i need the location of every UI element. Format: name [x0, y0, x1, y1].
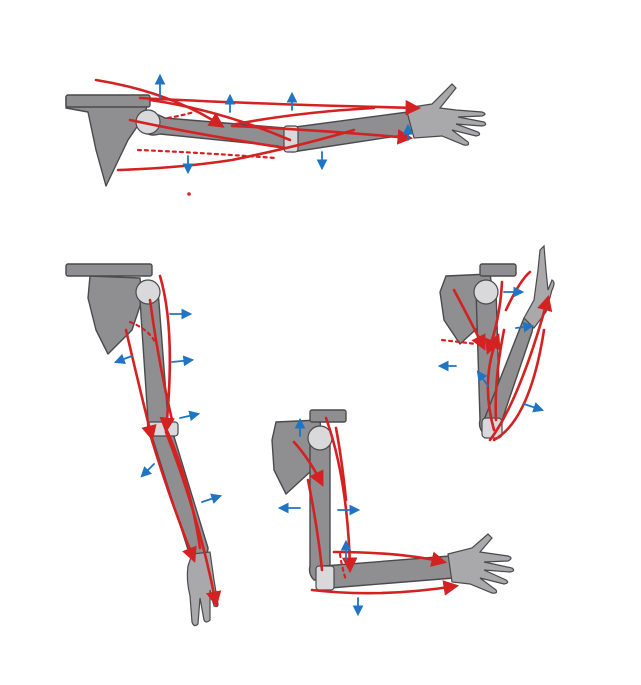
force-arrow-4 [201, 493, 223, 504]
muscle-line-6 [306, 478, 324, 572]
muscle-dash-1 [136, 148, 278, 160]
force-arrow-6 [140, 463, 155, 478]
forces-flexed [437, 286, 545, 413]
muscles-flexed [440, 270, 553, 442]
acromion [65, 94, 151, 108]
humeral-head [307, 425, 333, 451]
muscle-line-1 [94, 78, 225, 128]
muscle-line-6 [504, 270, 532, 312]
figure-arm-hanging-vertical [65, 263, 223, 627]
muscle-line-5 [230, 124, 414, 145]
humeral-head [473, 279, 499, 305]
muscle-line-6 [116, 128, 356, 172]
humerus [137, 284, 170, 433]
muscle-dash-1 [338, 552, 348, 582]
muscle-line-4 [486, 333, 501, 432]
force-arrow-4 [523, 402, 545, 413]
muscle-dot [187, 192, 191, 196]
muscle-line-3 [332, 550, 448, 567]
force-arrow-5 [113, 353, 133, 365]
force-arrow-5 [515, 321, 535, 333]
scapula [87, 275, 143, 355]
elbow-joint [315, 565, 335, 591]
forces-horizontal [154, 73, 414, 175]
hand [523, 244, 555, 329]
muscle-line-5 [148, 298, 174, 422]
hand [405, 83, 487, 146]
forces-bent [277, 417, 364, 617]
muscle-line-7 [494, 328, 506, 422]
muscle-line-2 [292, 440, 324, 487]
muscle-line-3 [148, 98, 292, 142]
force-arrow-3 [476, 370, 489, 387]
muscle-dash-1 [440, 338, 478, 346]
muscle-line-1 [452, 288, 486, 351]
figure-arm-fully-flexed [437, 244, 555, 442]
muscle-line-4 [128, 118, 288, 150]
muscle-line-3 [488, 294, 553, 442]
acromion [479, 263, 517, 277]
muscles-horizontal [94, 78, 422, 196]
muscle-line-2 [124, 328, 157, 442]
skeleton-vertical [65, 263, 219, 627]
humeral-head [135, 279, 161, 305]
scapula [65, 96, 149, 187]
muscles-vertical [124, 274, 222, 608]
forces-vertical [113, 308, 223, 504]
force-arrow-2 [171, 355, 195, 367]
hand [447, 533, 515, 594]
figure-arm-bent-right-angle [271, 409, 515, 617]
muscle-line-2 [138, 96, 422, 116]
acromion [65, 263, 153, 277]
muscle-line-5 [334, 426, 348, 502]
muscle-line-7 [234, 106, 376, 126]
muscle-line-4 [310, 580, 460, 596]
skeleton-bent [271, 409, 515, 594]
muscle-dash-1 [128, 320, 158, 346]
muscle-line-6 [162, 422, 202, 550]
muscle-line-5 [492, 328, 546, 442]
muscle-dash-2 [166, 110, 196, 120]
figure-arm-extended-horizontal [65, 73, 487, 196]
muscle-line-3 [148, 432, 197, 563]
force-arrow-3 [179, 410, 201, 422]
